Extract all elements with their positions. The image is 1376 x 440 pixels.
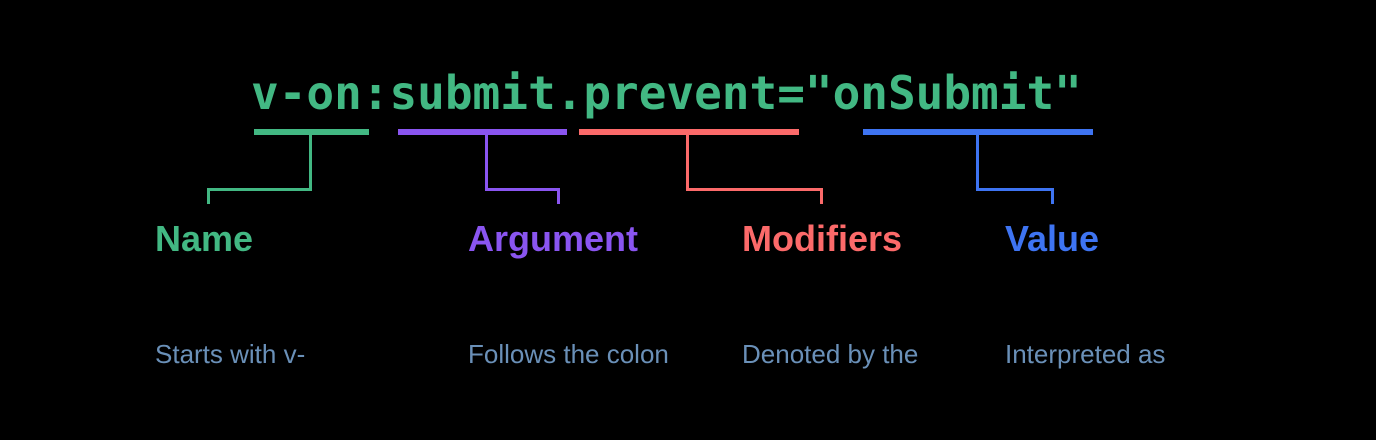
connector-name-horizontal — [207, 188, 312, 191]
description-line: Interpreted as — [1005, 339, 1166, 369]
connector-value-horizontal — [976, 188, 1054, 191]
description-line: Denoted by the — [742, 339, 919, 369]
connector-argument-vertical — [485, 133, 488, 191]
connector-value-vertical — [976, 133, 979, 191]
label-value: Value — [1005, 218, 1100, 259]
connector-argument-horizontal — [485, 188, 560, 191]
connector-value-drop — [1051, 188, 1054, 204]
underline-modifiers — [579, 129, 799, 135]
description-line: Follows the colon — [468, 339, 669, 369]
description-line: Starts with v- — [155, 339, 306, 369]
underline-value — [863, 129, 1093, 135]
code-snippet: v-on:submit.prevent="onSubmit" — [251, 66, 1082, 120]
underline-argument — [398, 129, 567, 135]
connector-argument-drop — [557, 188, 560, 204]
description-value: Interpreted as JavaScript expressions — [1005, 272, 1272, 440]
connector-name-drop — [207, 188, 210, 204]
description-line: or shorthand — [468, 437, 669, 440]
description-argument: Follows the colon or shorthand symbol — [468, 272, 669, 440]
description-line: leading dot — [742, 437, 918, 440]
connector-name-vertical — [309, 133, 312, 191]
label-modifiers: Modifiers — [742, 218, 903, 259]
underline-name — [254, 129, 369, 135]
label-argument: Argument — [468, 218, 638, 259]
description-line: JavaScript expressions — [1005, 437, 1272, 440]
connector-modifiers-drop — [820, 188, 823, 204]
connector-modifiers-vertical — [686, 133, 689, 191]
description-name: Starts with v- May be omitted when using… — [155, 272, 402, 440]
label-name: Name — [155, 218, 254, 259]
connector-modifiers-horizontal — [686, 188, 823, 191]
description-modifiers: Denoted by the leading dot — [742, 272, 918, 440]
description-line: May be omitted when — [155, 437, 402, 440]
